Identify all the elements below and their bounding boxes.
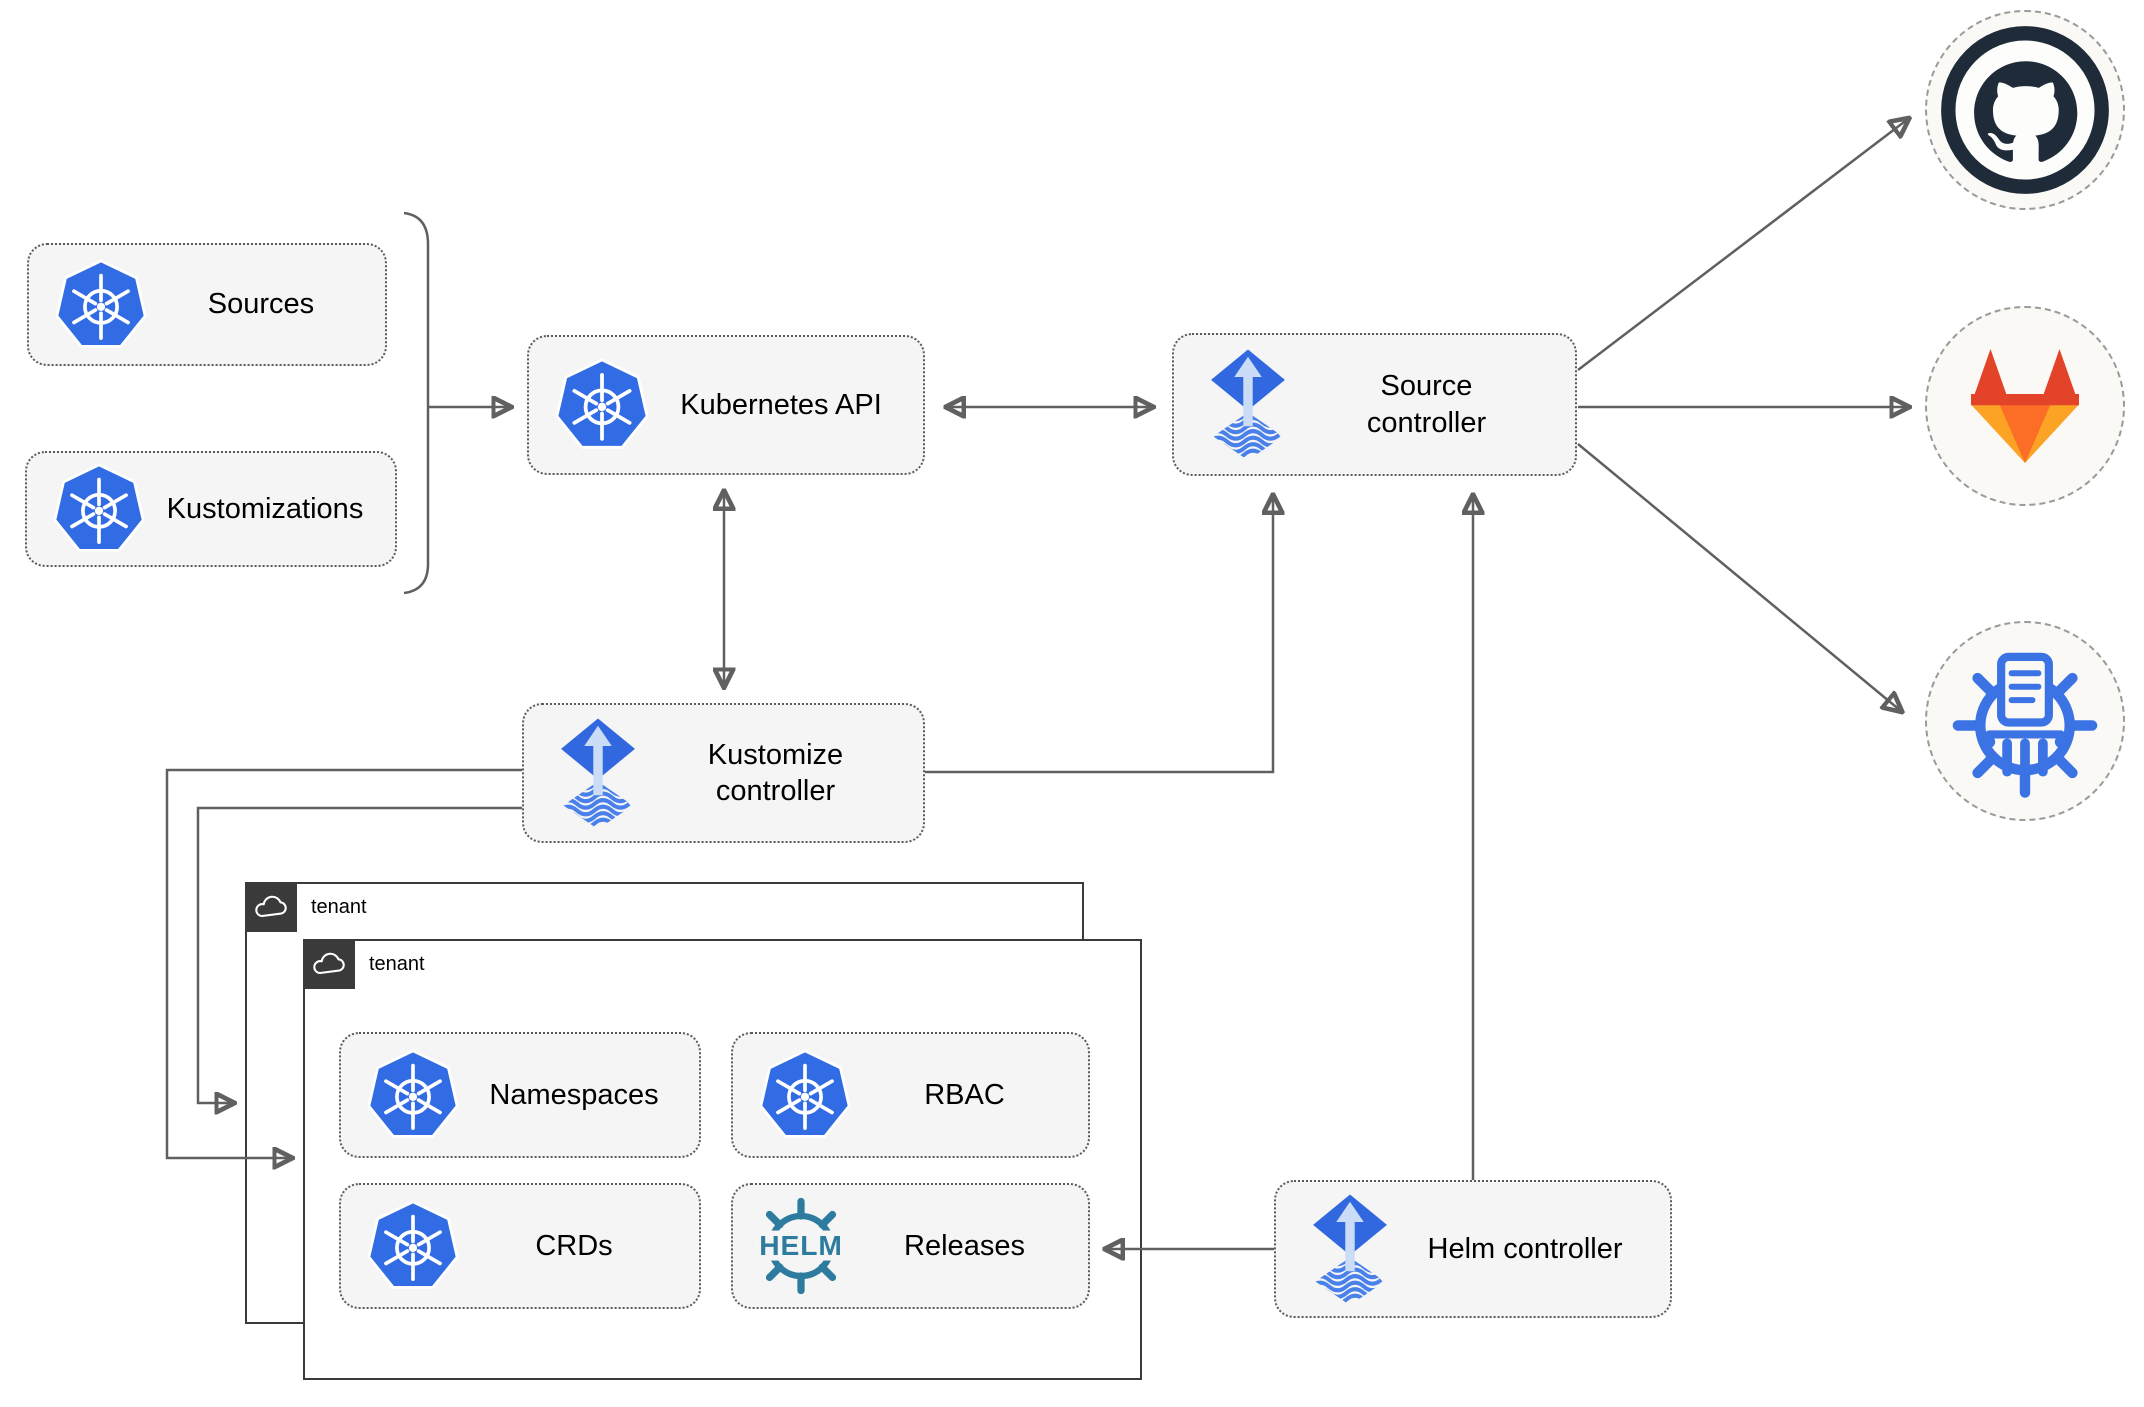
node-label: Helm controller: [1427, 1232, 1623, 1265]
node-label: Sources: [207, 288, 315, 321]
edge-source-controller-github: [1577, 119, 1908, 371]
tenant-label: tenant: [311, 896, 367, 918]
helm-logo-text: HELM: [759, 1229, 842, 1261]
kubernetes-icon: [555, 358, 649, 452]
node-source-controller: Source controller: [1172, 333, 1577, 476]
flux-icon: [558, 717, 638, 830]
tenant-label: tenant: [369, 953, 425, 975]
node-releases: HELM Releases: [731, 1183, 1090, 1309]
tenant-header: [303, 939, 355, 989]
flux-icon: [1310, 1193, 1390, 1306]
kubernetes-icon: [367, 1200, 459, 1292]
edge-source-controller-chartmuseum: [1577, 443, 1901, 711]
kubernetes-icon: [759, 1049, 851, 1141]
flux-icon: [1208, 348, 1288, 461]
node-namespaces: Namespaces: [339, 1032, 701, 1158]
brace-sources-kustomizations: [403, 211, 430, 595]
node-label: Namespaces: [489, 1078, 659, 1111]
tenant-box-front: tenant: [303, 939, 1142, 1380]
node-kubernetes-api: Kubernetes API: [527, 335, 925, 475]
edge-kustomize-controller-source-controller: [925, 496, 1273, 774]
chartmuseum-node: [1925, 621, 2125, 821]
node-label: Kustomize controller: [707, 738, 844, 807]
node-helm-controller: Helm controller: [1274, 1180, 1672, 1318]
node-label: RBAC: [924, 1078, 1005, 1111]
gitlab-node: [1925, 306, 2125, 506]
cloud-icon: [254, 895, 288, 920]
kubernetes-icon: [53, 463, 145, 555]
node-rbac: RBAC: [731, 1032, 1090, 1158]
github-icon: [1941, 26, 2109, 194]
tenant-header: [245, 882, 297, 932]
github-node: [1925, 10, 2125, 210]
node-sources: Sources: [27, 243, 387, 366]
node-label: Source controller: [1366, 370, 1487, 439]
kubernetes-icon: [367, 1049, 459, 1141]
node-label: Kustomizations: [166, 492, 364, 525]
chartmuseum-icon: [1952, 652, 2098, 798]
node-crds: CRDs: [339, 1183, 701, 1309]
node-label: Releases: [904, 1229, 1025, 1262]
cloud-icon: [312, 952, 346, 977]
node-kustomizations: Kustomizations: [25, 451, 397, 567]
helm-logo: HELM: [752, 1197, 850, 1295]
gitlab-icon: [1971, 349, 2079, 463]
node-label: Kubernetes API: [680, 388, 882, 421]
node-label: CRDs: [535, 1229, 613, 1262]
node-kustomize-controller: Kustomize controller: [522, 703, 925, 843]
kubernetes-icon: [55, 259, 147, 351]
